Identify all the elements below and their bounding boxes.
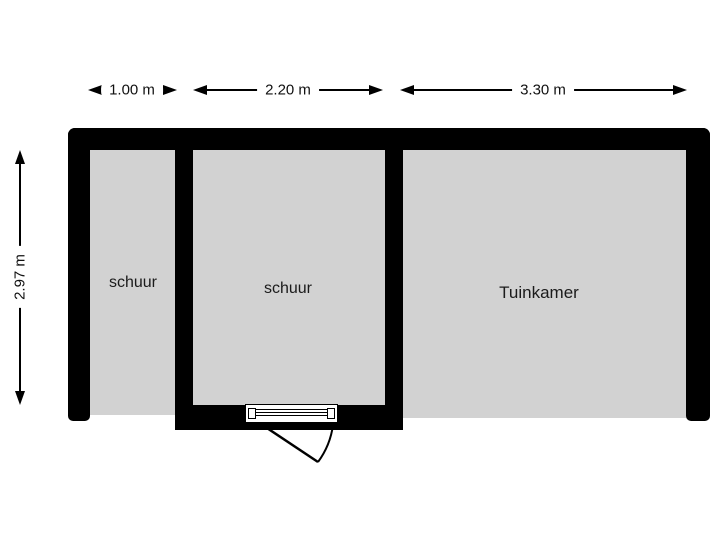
room-label-tuinkamer: Tuinkamer (499, 283, 579, 302)
dim-label-room2-width: 2.20 m (257, 79, 319, 101)
wall-divider-1 (175, 150, 193, 430)
wall-divider-2 (385, 150, 403, 430)
wall-right (686, 128, 710, 421)
door-sill-line (248, 412, 335, 413)
door-sill-line (248, 409, 335, 410)
room-floor-tuinkamer (403, 150, 686, 418)
room-label-schuur-middle: schuur (263, 280, 313, 297)
door-swing-arc (317, 424, 334, 463)
door-leaf-line (251, 416, 319, 464)
door-sill-line (248, 415, 335, 416)
room-label-schuur-small: schuur (108, 274, 158, 291)
door (245, 404, 338, 423)
door-jamb-left (248, 408, 256, 419)
dim-label-height: 2.97 m (9, 246, 31, 308)
room-floor-schuur-middle (193, 150, 385, 405)
dim-label-room1-width: 1.00 m (101, 79, 163, 101)
dim-label-room3-width: 3.30 m (512, 79, 574, 101)
door-swing (251, 416, 334, 464)
door-jamb-right (327, 408, 335, 419)
wall-top (68, 128, 710, 150)
wall-left (68, 128, 90, 421)
room-floor-schuur-small (90, 150, 175, 415)
